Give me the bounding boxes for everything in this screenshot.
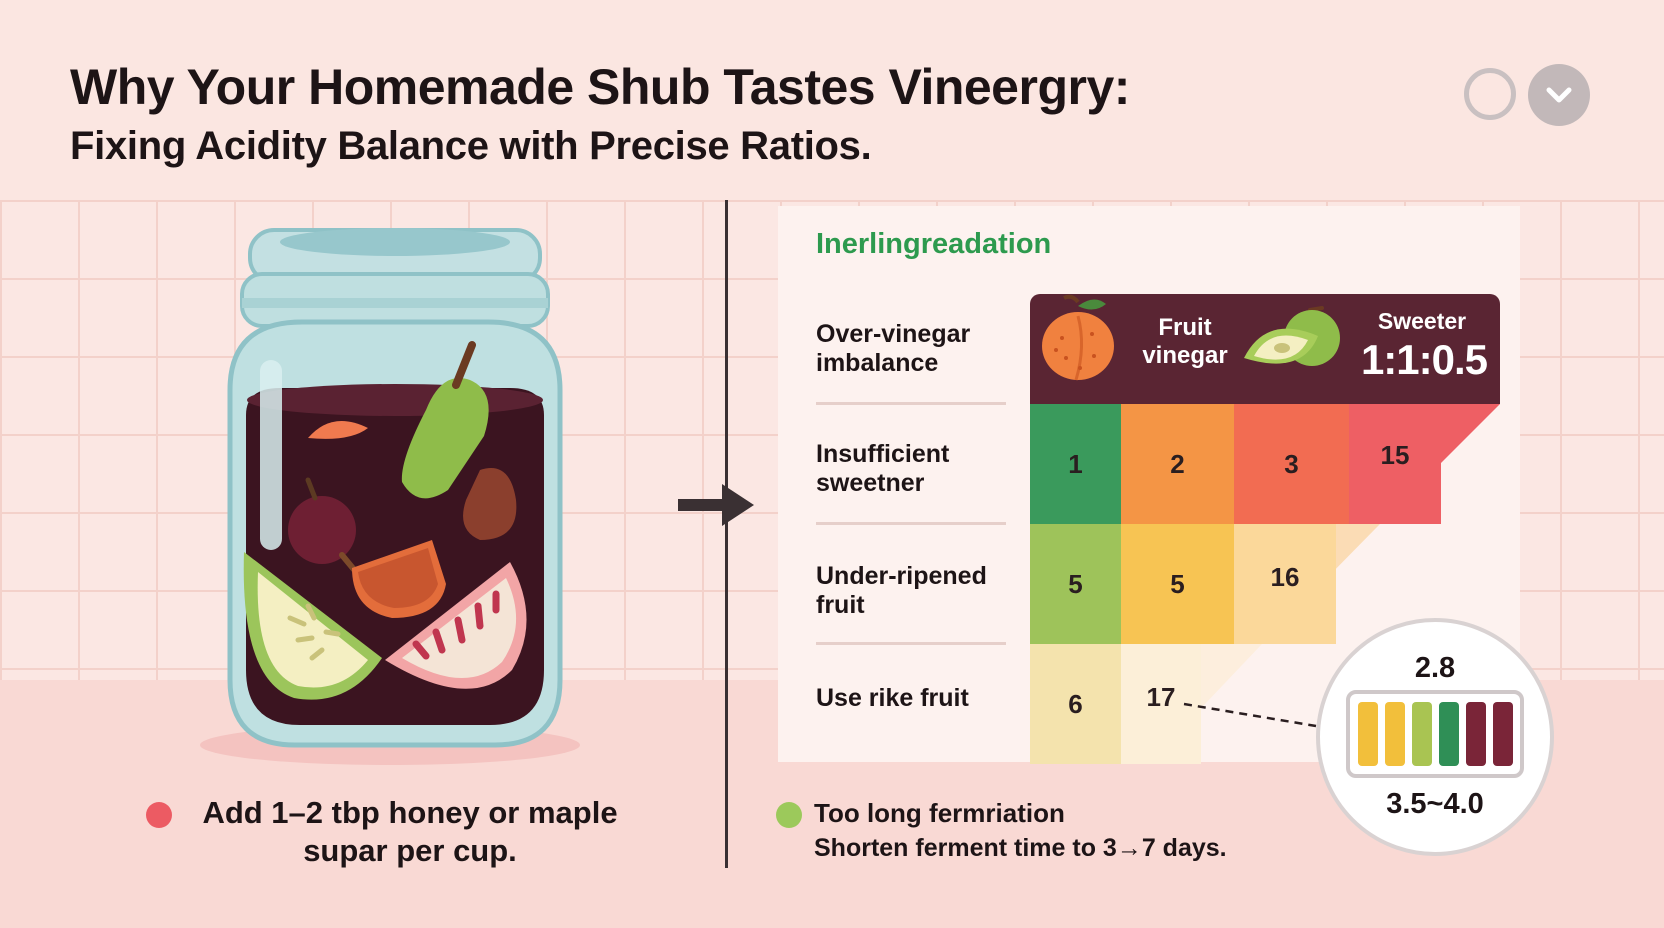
- dashed-leader-line: [1183, 702, 1317, 728]
- gauge-segment: [1358, 702, 1378, 766]
- section-divider: [725, 200, 728, 868]
- row-divider: [816, 642, 1006, 645]
- row-label-ripe-fruit: Use rike fruit: [816, 684, 969, 712]
- tip-bullet-icon: [146, 802, 172, 828]
- table-cell: 5: [1121, 524, 1234, 644]
- header-sweetener-label: Sweeter: [1377, 308, 1467, 334]
- tip-right-title: Too long fermriation: [814, 798, 1065, 828]
- check-circle-icon[interactable]: [1528, 64, 1590, 126]
- row-divider: [816, 402, 1006, 405]
- row-label-over-vinegar: Over-vinegar imbalance: [816, 320, 971, 377]
- cell-value: 2: [1170, 448, 1185, 479]
- cell-value: 1: [1068, 448, 1083, 479]
- header-fruit-vinegar-label: Fruit vinegar: [1142, 314, 1228, 369]
- table-cell: 6: [1030, 644, 1121, 764]
- gauge-segment: [1412, 702, 1432, 766]
- gauge-segment: [1439, 702, 1459, 766]
- table-cell: 2: [1121, 404, 1234, 524]
- page-subtitle: Fixing Acidity Balance with Precise Rati…: [70, 124, 872, 168]
- gauge-top-value: 2.8: [1414, 652, 1456, 684]
- table-cell: 5: [1030, 524, 1121, 644]
- tip-bullet-icon: [776, 802, 802, 828]
- shrub-jar-illustration: [180, 210, 620, 770]
- table-cell: 15: [1349, 404, 1441, 524]
- row-label-sweetener: Insufficient sweetner: [816, 440, 950, 497]
- cell-value: 5: [1068, 568, 1083, 599]
- gauge-scale: [1346, 690, 1524, 778]
- gauge-segment: [1493, 702, 1513, 766]
- cell-value: 6: [1068, 688, 1083, 719]
- page-title: Why Your Homemade Shub Tastes Vineergry:: [70, 59, 1130, 115]
- gauge-bottom-value: 3.5~4.0: [1386, 788, 1484, 820]
- cell-value: 17: [1146, 682, 1176, 712]
- header-ratio-value: 1:1:0.5: [1360, 336, 1488, 383]
- row-label-under-ripened: Under-ripened fruit: [816, 562, 987, 619]
- gauge-segment: [1385, 702, 1405, 766]
- tip-right-text: Shorten ferment time to 3→7 days.: [814, 834, 1227, 862]
- panel-heading: Inerlingreadation: [816, 228, 1052, 260]
- pear-icon: [1244, 306, 1340, 366]
- table-cell: 3: [1234, 404, 1349, 524]
- cell-value: 16: [1270, 562, 1300, 592]
- peach-icon: [1042, 294, 1114, 381]
- arrow-right-icon: [678, 484, 754, 526]
- cell-value: 3: [1284, 448, 1299, 479]
- cell-value: 5: [1170, 568, 1185, 599]
- row-divider: [816, 522, 1006, 525]
- tip-left-text: Add 1–2 tbp honey or maple supar per cup…: [202, 795, 618, 868]
- checkmark-icon: [1546, 87, 1572, 103]
- table-cell: 16: [1234, 524, 1336, 644]
- circle-outline-icon[interactable]: [1464, 68, 1516, 120]
- table-cell: 1: [1030, 404, 1121, 524]
- cell-value: 15: [1380, 440, 1410, 470]
- gauge-segment: [1466, 702, 1486, 766]
